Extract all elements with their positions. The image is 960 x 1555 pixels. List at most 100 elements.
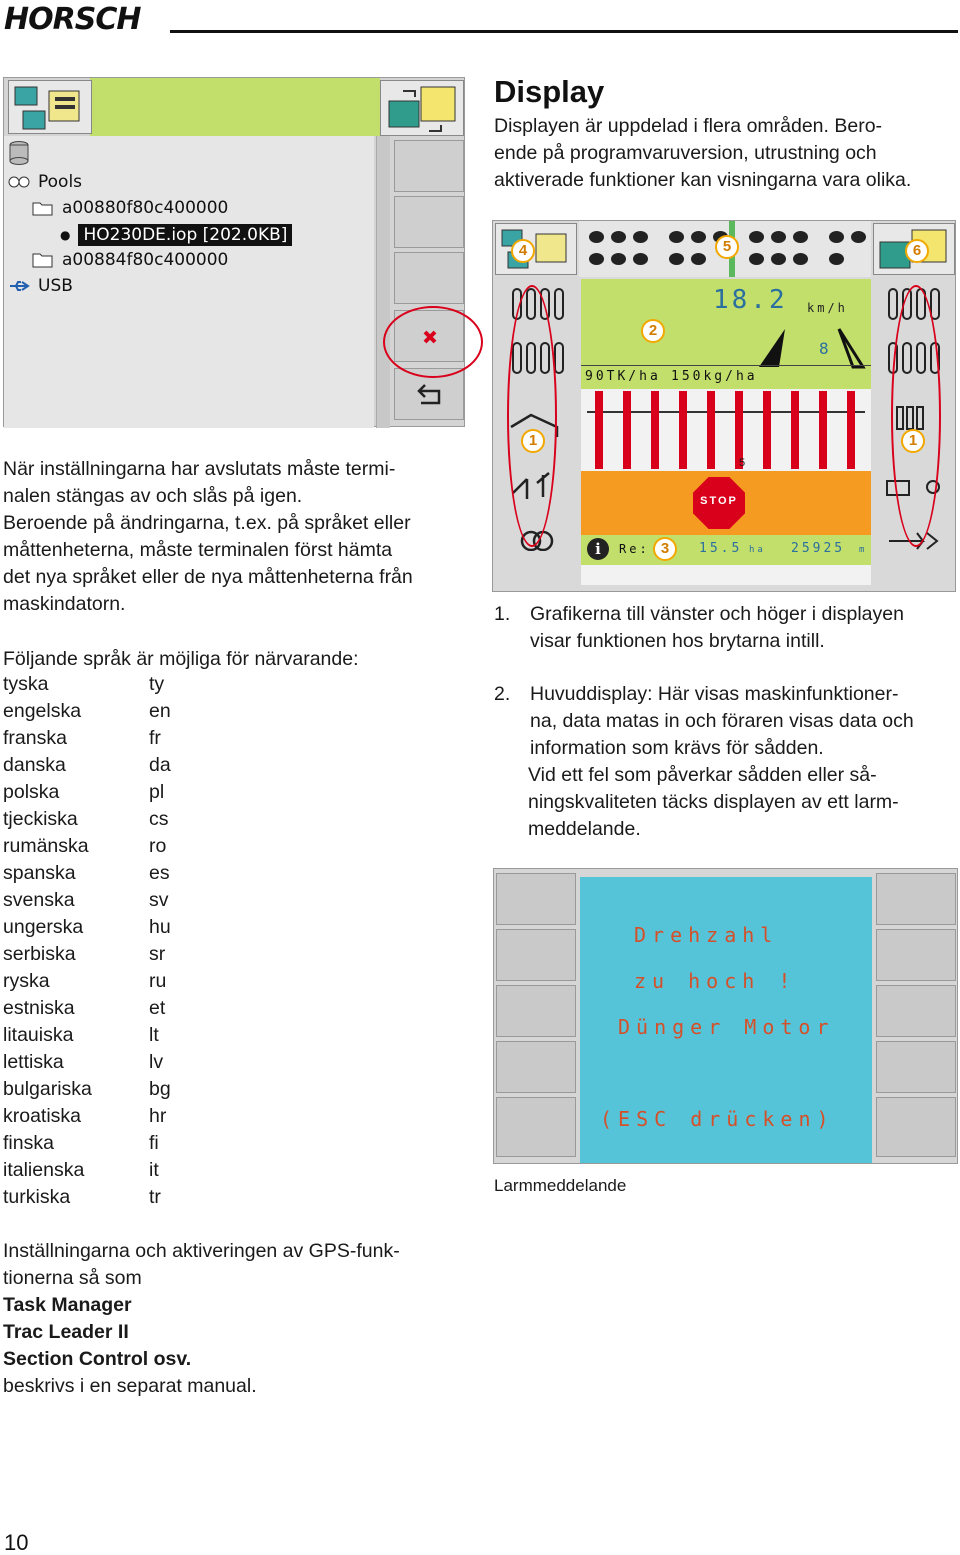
language-code: es xyxy=(149,862,170,884)
alarm-softkey[interactable] xyxy=(876,873,956,925)
language-name: spanska xyxy=(3,862,76,884)
language-code: sr xyxy=(149,943,166,965)
alarm-softkey[interactable] xyxy=(876,1041,956,1093)
language-name: turkiska xyxy=(3,1186,71,1208)
row-bar xyxy=(819,391,827,469)
alarm-note-line: ningskvaliteten täcks displayen av ett l… xyxy=(528,791,899,813)
language-code: lv xyxy=(149,1051,164,1073)
folder-item-2[interactable]: a00884f80c400000 xyxy=(32,250,228,270)
language-row: rumänska ro xyxy=(3,835,303,862)
screen-switch-icon[interactable] xyxy=(380,80,464,136)
alarm-softkey[interactable] xyxy=(876,985,956,1037)
alarm-note-line: meddelande. xyxy=(528,818,641,840)
folder-item-1[interactable]: a00880f80c400000 xyxy=(32,198,228,218)
usb-icon xyxy=(10,281,30,291)
folder-tree-icon[interactable] xyxy=(495,223,577,275)
language-name: ungerska xyxy=(3,916,84,938)
languages-intro: Följande språk är möjliga för närvarande… xyxy=(3,648,359,670)
main-display-screenshot: 18.2 km/h 8 90TK/ha 150kg/ha 5 STOP i Re… xyxy=(492,220,956,592)
language-name: serbiska xyxy=(3,943,76,965)
para-line: nalen stängas av och slås på igen. xyxy=(3,485,303,507)
language-row: serbiska sr xyxy=(3,943,303,970)
alarm-softkey[interactable] xyxy=(496,985,576,1037)
gps-line: tionerna så som xyxy=(3,1267,142,1289)
para-line: måttenheterna, måste terminalen först hä… xyxy=(3,539,393,561)
list-scrollbar[interactable] xyxy=(376,136,390,428)
language-name: estniska xyxy=(3,997,75,1019)
language-code: bg xyxy=(149,1078,171,1100)
language-name: svenska xyxy=(3,889,75,911)
bar-label: 5 xyxy=(739,457,746,469)
intro-line: aktiverade funktioner kan visningarna va… xyxy=(494,169,912,191)
alarm-softkey[interactable] xyxy=(496,1041,576,1093)
list-line: visar funktionen hos brytarna intill. xyxy=(530,630,825,652)
selected-file-item[interactable]: ● HO230DE.iop [202.0KB] xyxy=(60,224,293,246)
gps-trac-leader: Trac Leader II xyxy=(3,1321,129,1343)
callout-badge-5: 5 xyxy=(715,235,739,259)
language-row: turkiska tr xyxy=(3,1186,303,1213)
gps-line: Inställningarna och aktiveringen av GPS-… xyxy=(3,1240,400,1262)
intro-paragraph: Displayen är uppdelad i flera områden. B… xyxy=(494,113,956,194)
language-row: italienska it xyxy=(3,1159,303,1186)
alarm-softkey[interactable] xyxy=(876,929,956,981)
softkey-1[interactable] xyxy=(394,140,464,192)
language-code: ro xyxy=(149,835,167,857)
language-code: sv xyxy=(149,889,169,911)
language-name: rumänska xyxy=(3,835,89,857)
language-code: it xyxy=(149,1159,159,1181)
left-function-ellipse xyxy=(507,285,557,547)
alarm-softkey[interactable] xyxy=(496,929,576,981)
list-item-1: 1. Grafikerna till vänster och höger i d… xyxy=(494,601,956,655)
language-code: fi xyxy=(149,1132,159,1154)
rate-1: 90TK/ha xyxy=(585,369,661,384)
language-name: ryska xyxy=(3,970,50,992)
softkey-3[interactable] xyxy=(394,252,464,304)
language-code: en xyxy=(149,700,171,722)
return-arrow-icon xyxy=(417,384,441,405)
language-name: litauiska xyxy=(3,1024,74,1046)
page-number: 10 xyxy=(4,1530,29,1555)
pools-item[interactable]: Pools xyxy=(8,172,82,192)
rate-strip: 90TK/ha 150kg/ha xyxy=(581,365,871,389)
language-code: pl xyxy=(149,781,165,803)
alarm-softkey[interactable] xyxy=(876,1097,956,1157)
alarm-softkey[interactable] xyxy=(496,1097,576,1157)
language-code: tr xyxy=(149,1186,161,1208)
bullet-icon: ● xyxy=(60,228,71,242)
horsch-logo: HORSCH xyxy=(4,2,141,37)
list-line: Huvuddisplay: Här visas maskinfunktioner… xyxy=(530,683,899,705)
distance-value: 25925 xyxy=(791,541,846,556)
language-code: et xyxy=(149,997,166,1019)
language-name: tjeckiska xyxy=(3,808,78,830)
softkey-2[interactable] xyxy=(394,196,464,248)
list-line: information som krävs för sådden. xyxy=(530,737,824,759)
alarm-screenshot: Drehzahl zu hoch ! Dünger Motor (ESC drü… xyxy=(493,868,958,1164)
restart-paragraph: När inställningarna har avslutats måste … xyxy=(3,456,469,618)
language-name: italienska xyxy=(3,1159,85,1181)
folder-tree-icon[interactable] xyxy=(8,80,92,134)
info-icon[interactable]: i xyxy=(587,538,609,560)
gps-paragraph: Inställningarna och aktiveringen av GPS-… xyxy=(3,1238,469,1400)
row-bar xyxy=(595,391,603,469)
stop-label: STOP xyxy=(700,495,738,507)
speed-value: 18.2 xyxy=(713,285,788,315)
language-name: danska xyxy=(3,754,66,776)
alarm-line-4: (ESC drücken) xyxy=(600,1107,835,1131)
language-name: kroatiska xyxy=(3,1105,82,1127)
language-name: polska xyxy=(3,781,60,803)
alarm-caption: Larmmeddelande xyxy=(494,1176,627,1195)
usb-item[interactable]: USB xyxy=(8,276,73,296)
list-line: na, data matas in och föraren visas data… xyxy=(530,710,914,732)
file-screen-screenshot: Pools a00880f80c400000 ● HO230DE.iop [20… xyxy=(3,77,465,428)
selected-file-label: HO230DE.iop [202.0KB] xyxy=(78,224,293,246)
alarm-softkey[interactable] xyxy=(496,873,576,925)
callout-badge-1-left: 1 xyxy=(521,429,545,453)
language-name: lettiska xyxy=(3,1051,64,1073)
section-title: Display xyxy=(494,74,605,109)
